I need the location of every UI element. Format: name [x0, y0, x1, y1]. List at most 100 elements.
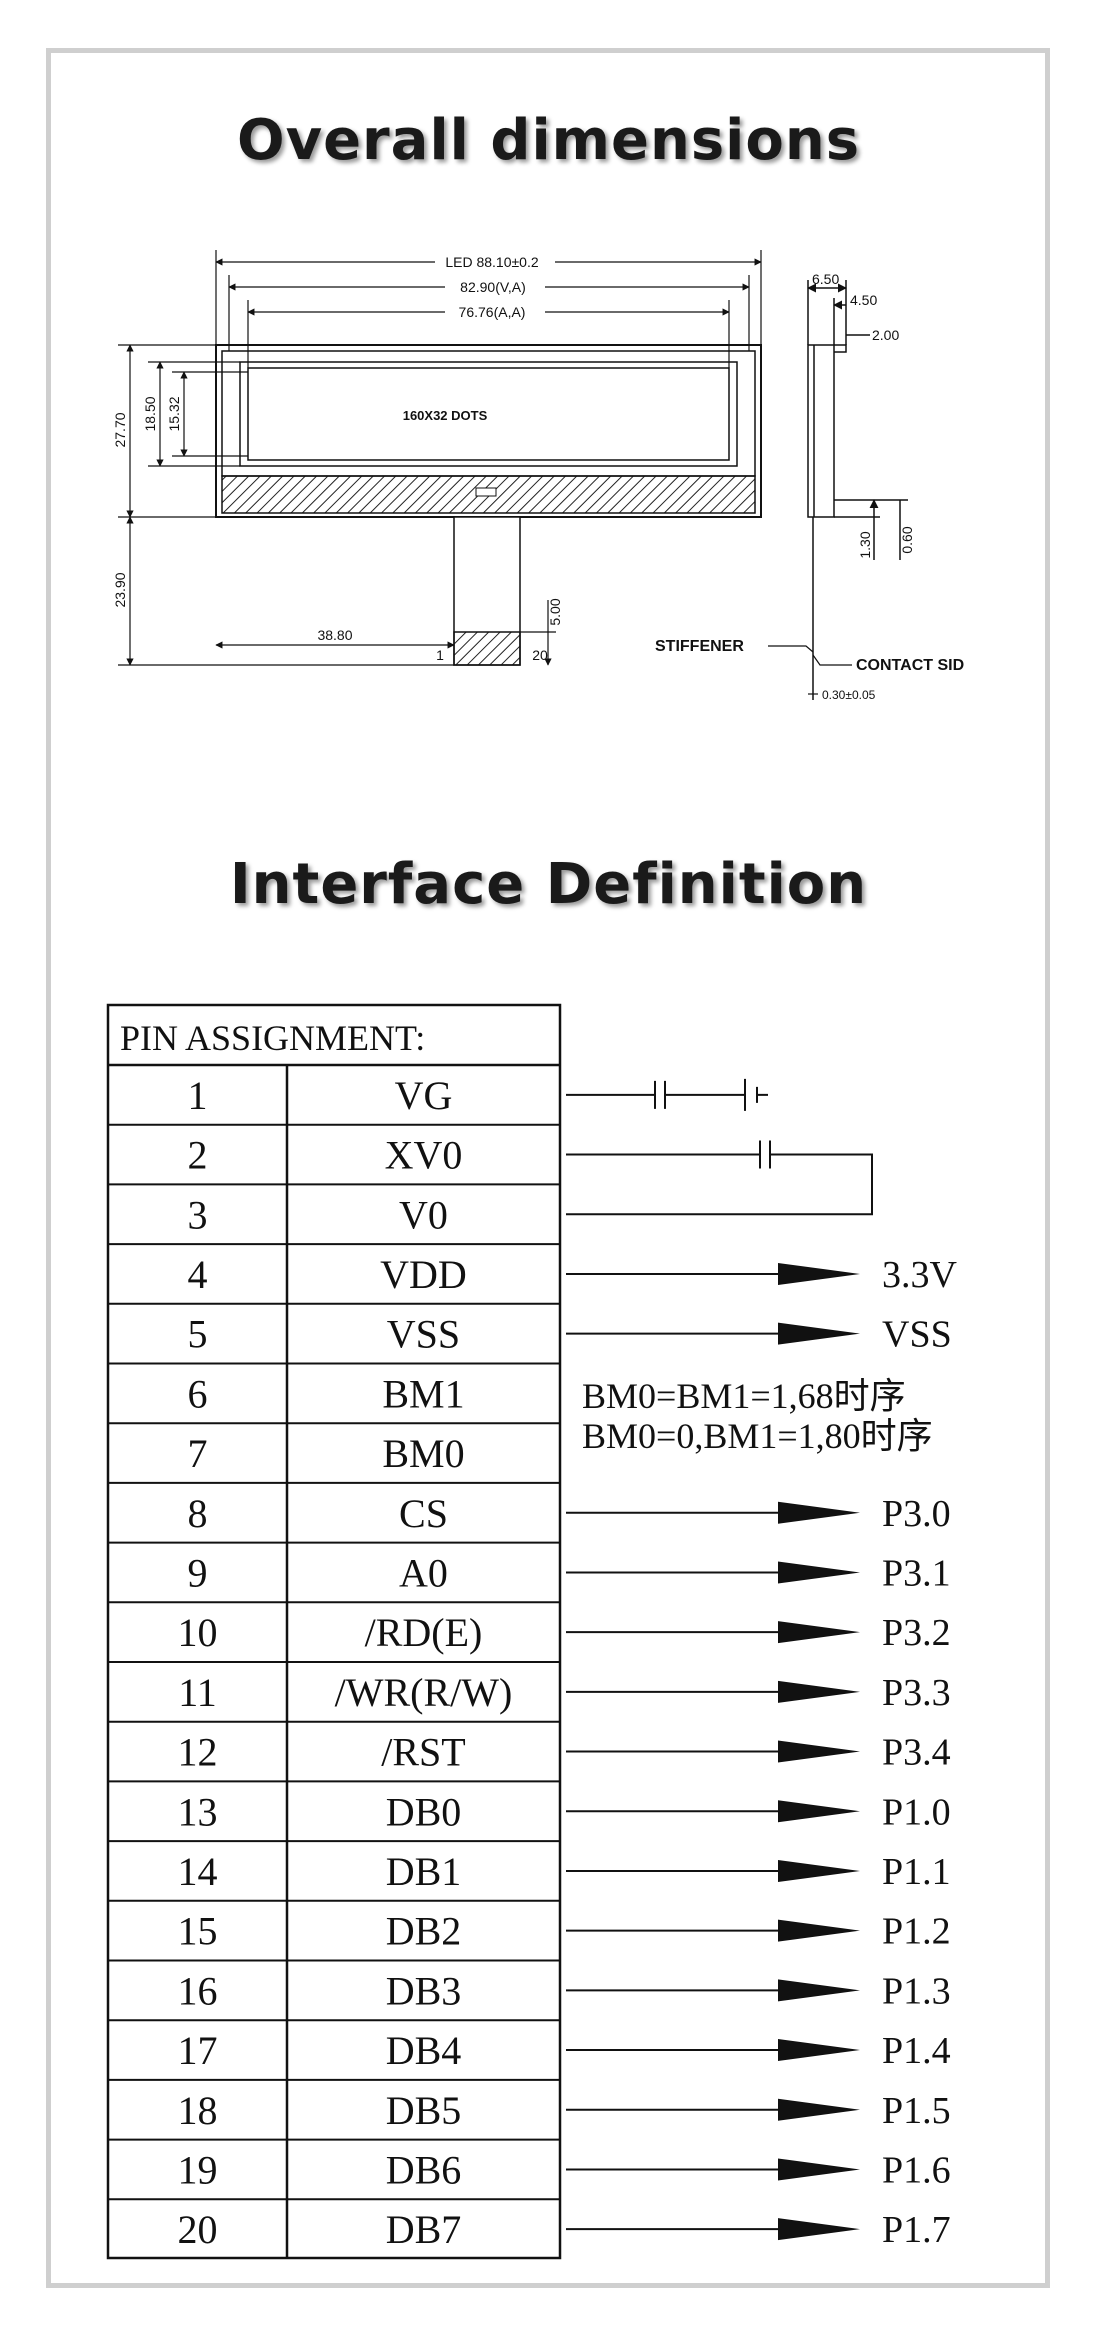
- stiffener-label: STIFFENER: [655, 638, 744, 655]
- mcu-port-label: P3.2: [882, 1612, 951, 1654]
- pin-number: 18: [178, 2088, 218, 2133]
- pin-signal: DB4: [386, 2028, 462, 2073]
- interface-definition-title: Interface Definition: [229, 852, 868, 917]
- pin-signal: /RST: [381, 1730, 465, 1775]
- pin-number: 4: [188, 1252, 208, 1297]
- mcu-port-label: P1.5: [882, 2090, 951, 2132]
- pin-number: 16: [178, 1968, 218, 2013]
- pin-number: 17: [178, 2028, 218, 2073]
- side-a-label: 4.50: [850, 292, 877, 308]
- pin-signal: DB3: [386, 1968, 462, 2013]
- pin-number: 7: [188, 1431, 208, 1476]
- pin-signal: XV0: [385, 1133, 463, 1178]
- fpc-thickness-label: 0.30±0.05: [822, 688, 876, 702]
- pin-signal: VDD: [380, 1252, 467, 1297]
- pin-number: 20: [178, 2207, 218, 2252]
- pin-number: 2: [188, 1133, 208, 1178]
- side-thickness-label: 6.50: [812, 271, 839, 287]
- height-dimension-lines: [118, 344, 454, 666]
- pin-number: 12: [178, 1730, 218, 1775]
- pin-number: 9: [188, 1550, 208, 1595]
- pin-signal: CS: [399, 1491, 448, 1536]
- overall-dimensions-title: Overall dimensions: [236, 108, 861, 173]
- pin-signal: BM1: [382, 1371, 464, 1416]
- arrow-head: [778, 1561, 860, 1584]
- dots-label: 160X32 DOTS: [403, 408, 488, 423]
- pin-first-label: 1: [436, 647, 444, 663]
- height-active-label: 15.32: [166, 396, 182, 431]
- arrow-head: [778, 1262, 860, 1285]
- fpc-length-label: 23.90: [112, 572, 128, 607]
- pin-table-header: PIN ASSIGNMENT:: [120, 1018, 425, 1058]
- pin-number: 19: [178, 2147, 218, 2192]
- mcu-port-label: P3.0: [882, 1493, 951, 1535]
- contact-side-label: CONTACT SID: [856, 657, 964, 674]
- arrow-head: [778, 1501, 860, 1524]
- arrow-head: [778, 1621, 860, 1644]
- arrow-head: [778, 2098, 860, 2121]
- fpc-tail: [453, 516, 521, 666]
- pin-last-label: 20: [532, 647, 548, 663]
- pin-number: 8: [188, 1491, 208, 1536]
- mcu-port-label: P1.3: [882, 1970, 951, 2012]
- mcu-port-label: P1.4: [882, 2030, 951, 2072]
- arrow-head: [778, 1800, 860, 1823]
- arrow-head: [778, 1979, 860, 2002]
- callout-lines: [768, 645, 852, 695]
- pin-wiring: 3.3VVSSP3.0P3.1P3.2P3.3P3.4P1.0P1.1P1.2P…: [566, 1078, 958, 2251]
- fpc-width-label: 5.00: [547, 598, 563, 625]
- pin-signal: DB5: [386, 2088, 462, 2133]
- arrow-head: [778, 1859, 860, 1882]
- mcu-port-label: P1.7: [882, 2209, 951, 2251]
- pin-number: 5: [188, 1312, 208, 1357]
- pin-signal: BM0: [382, 1431, 464, 1476]
- pin-number: 11: [178, 1670, 217, 1715]
- pin-signal: /RD(E): [365, 1610, 483, 1655]
- module-side-view: [807, 280, 908, 700]
- mcu-port-label: P1.6: [882, 2149, 951, 2191]
- mcu-port-label: 3.3V: [882, 1254, 958, 1296]
- arrow-head: [778, 1680, 860, 1703]
- fpc-dimension-lines: [215, 600, 556, 666]
- mcu-port-label: P1.2: [882, 1911, 951, 1953]
- pin-signal: VSS: [387, 1312, 460, 1357]
- pin-signal: A0: [399, 1550, 448, 1595]
- pin-number: 1: [188, 1073, 208, 1118]
- vg-capacitor-battery: [566, 1078, 768, 1111]
- bus-mode-note-68: BM0=BM1=1,68时序: [582, 1376, 906, 1416]
- arrow-head: [778, 1740, 860, 1763]
- arrow-head: [778, 2039, 860, 2062]
- pin-table-border: [106, 1003, 562, 2260]
- pin-signal: DB0: [386, 1789, 462, 1834]
- mcu-port-label: P1.0: [882, 1791, 951, 1833]
- mcu-port-label: P1.1: [882, 1851, 951, 1893]
- view-width-label: 82.90(V,A): [460, 279, 526, 295]
- xv0-v0-capacitor: [566, 1140, 873, 1216]
- fpc-offset-label: 38.80: [317, 627, 352, 643]
- arrow-head: [778, 2158, 860, 2181]
- pin-signal: DB1: [386, 1849, 462, 1894]
- pin-signal: DB6: [386, 2147, 462, 2192]
- pin-signal: V0: [399, 1192, 448, 1237]
- pin-number: 15: [178, 1909, 218, 1954]
- side-d-label: 0.60: [899, 526, 915, 553]
- mcu-port-label: P3.4: [882, 1732, 951, 1774]
- arrow-head: [778, 2218, 860, 2241]
- pin-number: 3: [188, 1192, 208, 1237]
- height-total-label: 27.70: [112, 412, 128, 447]
- mcu-port-label: VSS: [882, 1314, 952, 1356]
- pin-number: 13: [178, 1789, 218, 1834]
- outer-frame: [46, 48, 1050, 2288]
- pin-signal: /WR(R/W): [335, 1670, 513, 1715]
- active-width-label: 76.76(A,A): [459, 304, 526, 320]
- mcu-port-label: P3.1: [882, 1552, 951, 1594]
- side-b-label: 2.00: [872, 327, 899, 343]
- height-view-label: 18.50: [142, 396, 158, 431]
- dimension-drawing: 160X32 DOTS LED 88.10±0.2 82.90(V,A) 76.…: [112, 250, 964, 702]
- pin-number: 6: [188, 1371, 208, 1416]
- module-front-view: [215, 344, 762, 518]
- pin-signal: DB7: [386, 2207, 462, 2252]
- led-width-label: LED 88.10±0.2: [445, 254, 539, 270]
